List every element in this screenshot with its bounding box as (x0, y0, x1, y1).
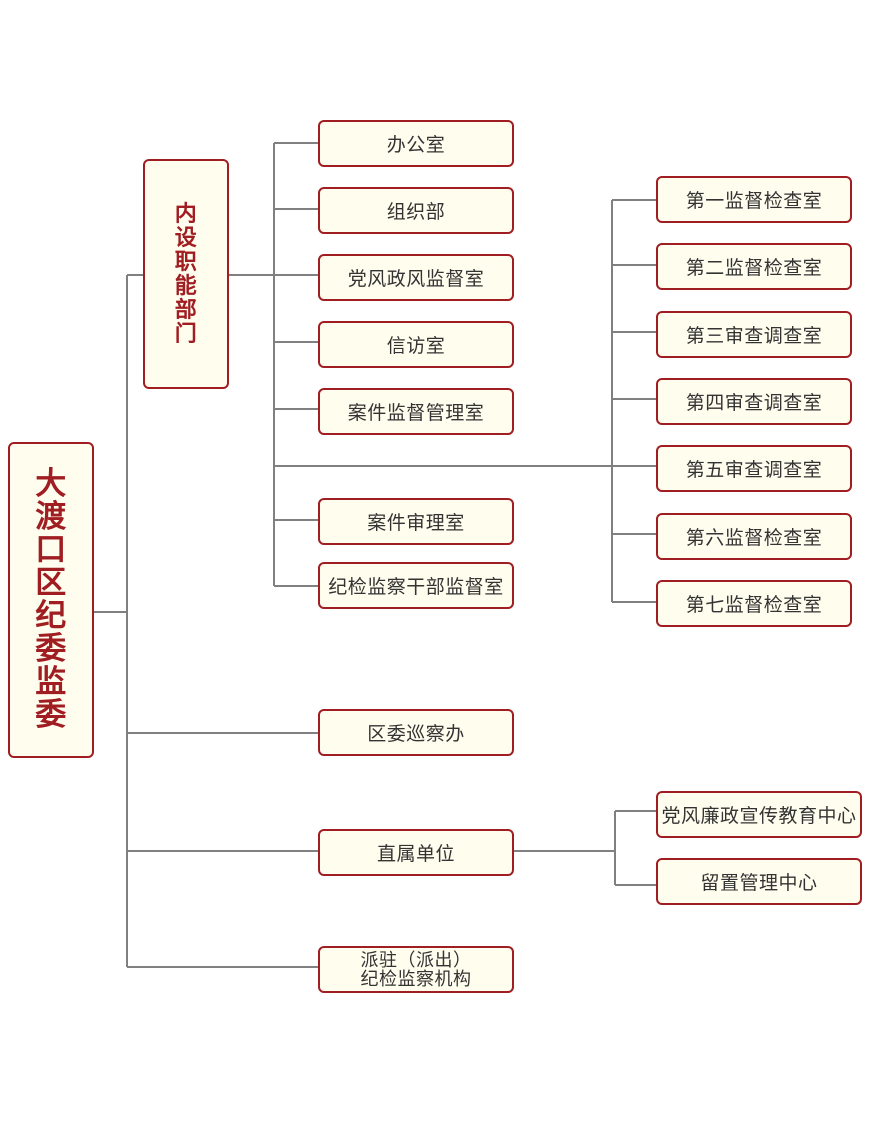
root-node: 大渡口区纪委监委 (8, 442, 94, 758)
supervision-room-7: 第七监督检查室 (656, 580, 852, 627)
inner-departments-node: 内设职能部门 (143, 159, 229, 389)
vertical-char: 职 (174, 249, 198, 275)
investigation-room-3: 第三审查调查室 (656, 311, 852, 358)
vertical-char: 部 (174, 297, 198, 323)
vertical-char: 门 (174, 321, 198, 347)
dept-case-review: 案件审理室 (318, 498, 514, 545)
supervision-room-6: 第六监督检查室 (656, 513, 852, 560)
vertical-char: 大 (35, 466, 67, 502)
supervision-room-1: 第一监督检查室 (656, 176, 852, 223)
supervision-room-2: 第二监督检查室 (656, 243, 852, 290)
dispatched-line-1: 派驻（派出） (360, 949, 472, 971)
dispatched-agencies-node: 派驻（派出） 纪检监察机构 (318, 946, 514, 993)
investigation-room-4: 第四审查调查室 (656, 378, 852, 425)
integrity-education-center: 党风廉政宣传教育中心 (656, 791, 862, 838)
detention-management-center: 留置管理中心 (656, 858, 862, 905)
dept-petition-office: 信访室 (318, 321, 514, 368)
investigation-room-5: 第五审查调查室 (656, 445, 852, 492)
dept-party-conduct-supervision: 党风政风监督室 (318, 254, 514, 301)
vertical-char: 纪 (35, 598, 67, 634)
affiliated-units-node: 直属单位 (318, 829, 514, 876)
vertical-char: 口 (35, 532, 67, 568)
dispatched-line-2: 纪检监察机构 (360, 968, 472, 990)
dept-case-supervision-management: 案件监督管理室 (318, 388, 514, 435)
vertical-char: 委 (35, 697, 67, 733)
dept-cadre-supervision: 纪检监察干部监督室 (318, 562, 514, 609)
vertical-char: 区 (35, 565, 67, 601)
vertical-char: 渡 (35, 499, 67, 535)
vertical-char: 能 (174, 273, 198, 299)
vertical-char: 设 (174, 225, 198, 251)
inspection-office-node: 区委巡察办 (318, 709, 514, 756)
vertical-char: 委 (35, 631, 67, 667)
dept-office: 办公室 (318, 120, 514, 167)
dept-organization: 组织部 (318, 187, 514, 234)
vertical-char: 监 (35, 664, 67, 700)
vertical-char: 内 (174, 201, 198, 227)
